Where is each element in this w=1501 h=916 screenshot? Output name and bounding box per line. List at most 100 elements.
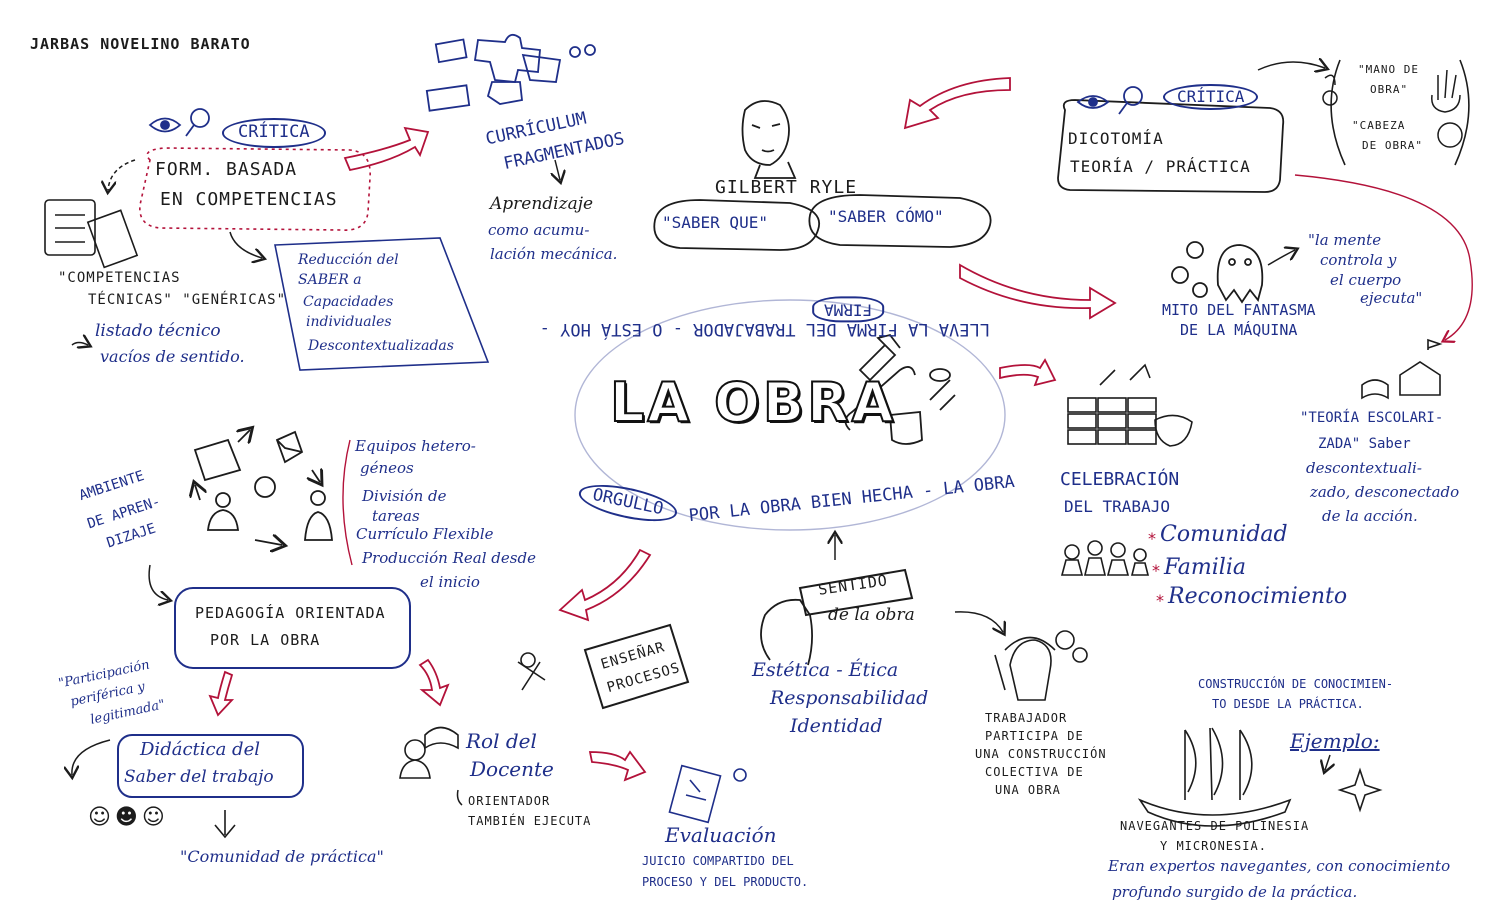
saber-como-label: "SABER CÓMO" — [828, 207, 944, 226]
saber-que-cloud — [653, 199, 820, 251]
ambiente-item-1: Equipos hetero- — [355, 437, 476, 455]
ambiente-item-5: Currículo Flexible — [356, 525, 494, 543]
tools-icons — [844, 333, 956, 445]
mano-line-1: "MANO DE — [1358, 63, 1419, 76]
ring-top-text: LLEVA LA FIRMA DEL TRABAJADOR - O ESTÁ H… — [539, 319, 990, 339]
ghost-icon — [1171, 241, 1264, 304]
ejemplo-label: Ejemplo: — [1290, 729, 1380, 753]
construccion-desc-2: profundo surgido de la práctica. — [1112, 883, 1358, 901]
celebracion-bullet-2: * — [1152, 561, 1160, 580]
form-basada-line-1: FORM. BASADA — [155, 159, 298, 180]
ambiente-item-6: Producción Real desde — [362, 549, 536, 567]
mano-cabeza-icons — [1322, 69, 1463, 148]
trabajador-line-5: UNA OBRA — [995, 783, 1061, 797]
mano-bracket — [1330, 59, 1346, 166]
ambiente-item-4: tareas — [372, 507, 420, 525]
reduccion-line-3: Capacidades — [303, 294, 394, 310]
reduccion-line-2: SABER a — [298, 272, 362, 288]
listado-line-1: listado técnico — [95, 321, 221, 341]
docente-item-2: TAMBIÉN EJECUTA — [468, 814, 592, 828]
cabeza-line-1: "CABEZA — [1352, 119, 1406, 132]
docente-line-2: Docente — [470, 757, 554, 781]
didactica-down-arrow — [214, 810, 236, 839]
form-basada-line-2: EN COMPETENCIAS — [160, 189, 338, 210]
competencias-line-1: "COMPETENCIAS — [58, 270, 181, 286]
fantasma-title-2: DE LA MÁQUINA — [1180, 321, 1298, 339]
reduccion-line-4: individuales — [306, 314, 392, 330]
sentido-item-2: Responsabilidad — [770, 687, 929, 709]
sentido-item-1: Estética - Ética — [752, 659, 899, 681]
evaluacion-desc-2: PROCESO Y DEL PRODUCTO. — [642, 875, 809, 889]
ambiente-item-3: División de — [362, 487, 447, 505]
celebracion-item-2: Familia — [1164, 555, 1246, 580]
ambiente-bracket — [342, 439, 353, 566]
comunidad-practica: "Comunidad de práctica" — [180, 847, 384, 866]
docente-line-1: Rol del — [466, 729, 537, 753]
teoria-line-4: zado, desconectado — [1310, 483, 1460, 501]
evaluacion-desc-1: JUICIO COMPARTIDO DEL — [642, 854, 794, 868]
author-name: JARBAS NOVELINO BARATO — [30, 35, 251, 53]
critica-right-label: CRÍTICA — [1163, 84, 1259, 111]
bricks-icon — [1067, 363, 1193, 447]
ryle-portrait — [741, 100, 797, 179]
construccion-line-2: TO DESDE LA PRÁCTICA. — [1212, 697, 1364, 711]
critica-left-label: CRÍTICA — [222, 118, 326, 148]
ring-firma-label: FIRMA — [812, 296, 885, 323]
center-title: LA OBRA — [609, 370, 897, 434]
pedagogia-line-2: POR LA OBRA — [210, 631, 321, 649]
fantasma-quote-2: controla y — [1320, 251, 1397, 269]
cabeza-line-2: DE OBRA" — [1362, 139, 1423, 152]
reduccion-line-1: Reducción del — [298, 252, 399, 268]
ryle-name: GILBERT RYLE — [715, 177, 858, 198]
evaluacion-icons — [668, 764, 747, 824]
saber-que-label: "SABER QUE" — [662, 213, 768, 232]
trabajador-line-3: UNA CONSTRUCCIÓN — [975, 747, 1107, 761]
fantasma-quote-3: el cuerpo — [1330, 271, 1402, 289]
evaluacion-title: Evaluación — [665, 823, 777, 847]
docente-item-1: ORIENTADOR — [468, 794, 551, 808]
black-arrows — [72, 62, 1330, 806]
red-arrows — [208, 77, 1117, 782]
mano-line-2: OBRA" — [1370, 83, 1409, 96]
fantasma-quote-4: ejecuta" — [1360, 289, 1423, 307]
celebracion-item-1: Comunidad — [1160, 522, 1288, 547]
ambiente-item-7: el inicio — [420, 573, 480, 591]
aprendizaje-desc-2: lación mecánica. — [490, 245, 618, 263]
navegantes-line-1: NAVEGANTES DE POLINESIA — [1120, 819, 1310, 833]
center-ring — [574, 299, 1006, 531]
construccion-line-1: CONSTRUCCIÓN DE CONOCIMIEN- — [1198, 677, 1394, 691]
celebracion-line-2: DEL TRABAJO — [1064, 497, 1170, 516]
fantasma-title-1: MITO DEL FANTASMA — [1162, 301, 1316, 319]
reduccion-line-5: Descontextualizadas — [308, 338, 454, 354]
teoria-line-3: descontextuali- — [1306, 459, 1422, 477]
family-icons — [1060, 540, 1150, 576]
ambiente-item-2: géneos — [360, 459, 414, 477]
school-icon — [1361, 338, 1443, 400]
ensenar-box — [583, 623, 690, 710]
puzzle-icons — [425, 33, 596, 112]
sentido-head — [760, 598, 813, 666]
saber-como-cloud — [808, 194, 992, 248]
teoria-line-5: de la acción. — [1322, 507, 1418, 525]
celebracion-bullet-3: * — [1156, 591, 1164, 610]
didactica-box — [117, 734, 304, 798]
reduccion-paper — [274, 237, 490, 371]
sentido-item-3: Identidad — [790, 715, 883, 737]
trabajador-line-1: TRABAJADOR — [985, 711, 1068, 725]
ambiente-icons — [195, 430, 333, 545]
pedagogia-line-1: PEDAGOGÍA ORIENTADA — [195, 604, 386, 622]
navegantes-line-2: Y MICRONESIA. — [1160, 839, 1267, 853]
aprendizaje-desc-1: como acumu- — [488, 221, 590, 239]
construccion-desc-1: Eran expertos navegantes, con conocimien… — [1108, 857, 1451, 875]
docente-icons — [399, 652, 546, 779]
didactica-line-2: Saber del trabajo — [124, 767, 274, 787]
worker-icon — [994, 630, 1088, 701]
pedagogia-box — [174, 587, 411, 669]
celebracion-bullet-1: * — [1148, 529, 1156, 548]
dicotomia-line-1: DICOTOMÍA — [1068, 129, 1164, 148]
teoria-line-2: ZADA" Saber — [1318, 436, 1411, 452]
mano-bracket-right — [1454, 59, 1470, 166]
canoe-icon — [1137, 727, 1383, 827]
